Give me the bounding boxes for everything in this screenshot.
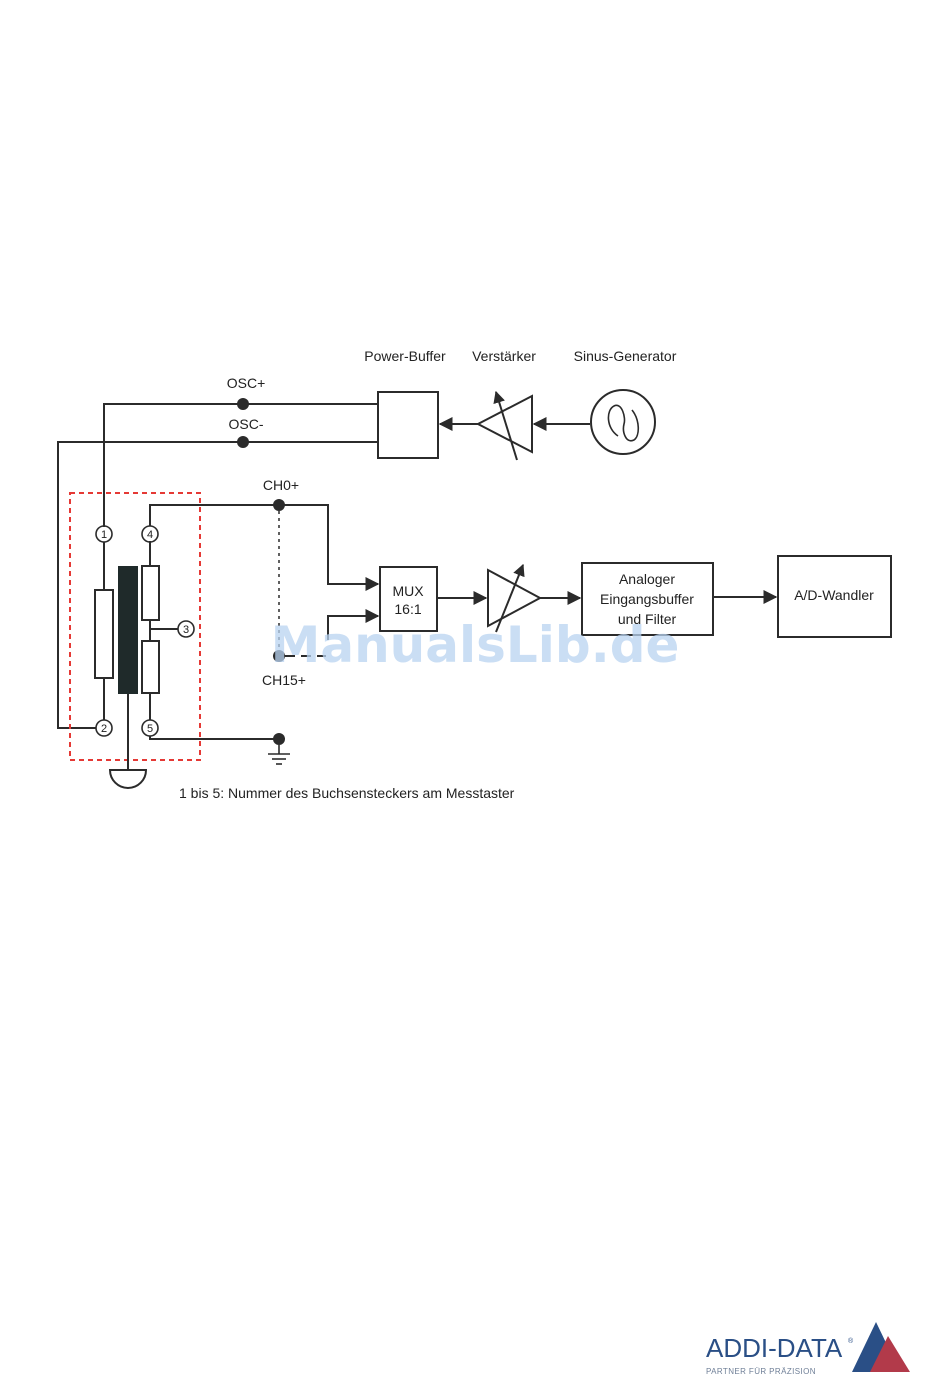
- svg-text:4: 4: [147, 529, 153, 541]
- ch0-label: CH0+: [263, 477, 299, 493]
- watermark: ManualsLib.de: [271, 616, 680, 674]
- osc-plus-label: OSC+: [227, 375, 266, 391]
- power-buffer-box: [378, 392, 438, 458]
- pin-footnote: 1 bis 5: Nummer des Buchsensteckers am M…: [179, 785, 515, 801]
- verstaerker-label: Verstärker: [472, 348, 536, 364]
- svg-text:2: 2: [101, 723, 107, 735]
- buffer-label-2: Eingangsbuffer: [600, 591, 694, 607]
- svg-text:3: 3: [183, 624, 189, 636]
- sinus-generator-label: Sinus-Generator: [574, 348, 677, 364]
- power-buffer-label: Power-Buffer: [364, 348, 446, 364]
- buffer-label-1: Analoger: [619, 571, 675, 587]
- pin-5: 5: [142, 720, 158, 736]
- ground-node: [273, 733, 285, 745]
- ground-symbol: [268, 745, 290, 764]
- addi-data-logo: ADDI-DATA ® PARTNER FÜR PRÄZISION: [706, 1322, 910, 1376]
- coil-left: [95, 590, 113, 678]
- pin-2: 2: [96, 720, 112, 736]
- svg-text:5: 5: [147, 723, 153, 735]
- pin5-ground-wire: [150, 736, 279, 739]
- sinus-generator: [591, 390, 655, 454]
- mux-label-1: MUX: [392, 583, 424, 599]
- logo-wordmark: ADDI-DATA: [706, 1333, 843, 1363]
- osc-minus-node: [237, 436, 249, 448]
- pin-1: 1: [96, 526, 112, 542]
- adc-label: A/D-Wandler: [794, 587, 874, 603]
- svg-text:1: 1: [101, 529, 107, 541]
- ch0-node: [273, 499, 285, 511]
- coil-right-upper: [142, 566, 159, 620]
- verstaerker-amplifier: [478, 392, 532, 460]
- pin-4: 4: [142, 526, 158, 542]
- pin-3: 3: [178, 621, 194, 637]
- osc-plus-node: [237, 398, 249, 410]
- svg-text:®: ®: [848, 1337, 854, 1345]
- osc-minus-label: OSC-: [229, 416, 264, 432]
- ch0-wire: [150, 505, 378, 584]
- probe-core: [118, 566, 138, 694]
- mux-label-2: 16:1: [394, 601, 421, 617]
- coil-right-lower: [142, 641, 159, 693]
- ch15-label: CH15+: [262, 672, 306, 688]
- probe-ground-cap: [110, 770, 146, 788]
- logo-tagline: PARTNER FÜR PRÄZISION: [706, 1367, 816, 1376]
